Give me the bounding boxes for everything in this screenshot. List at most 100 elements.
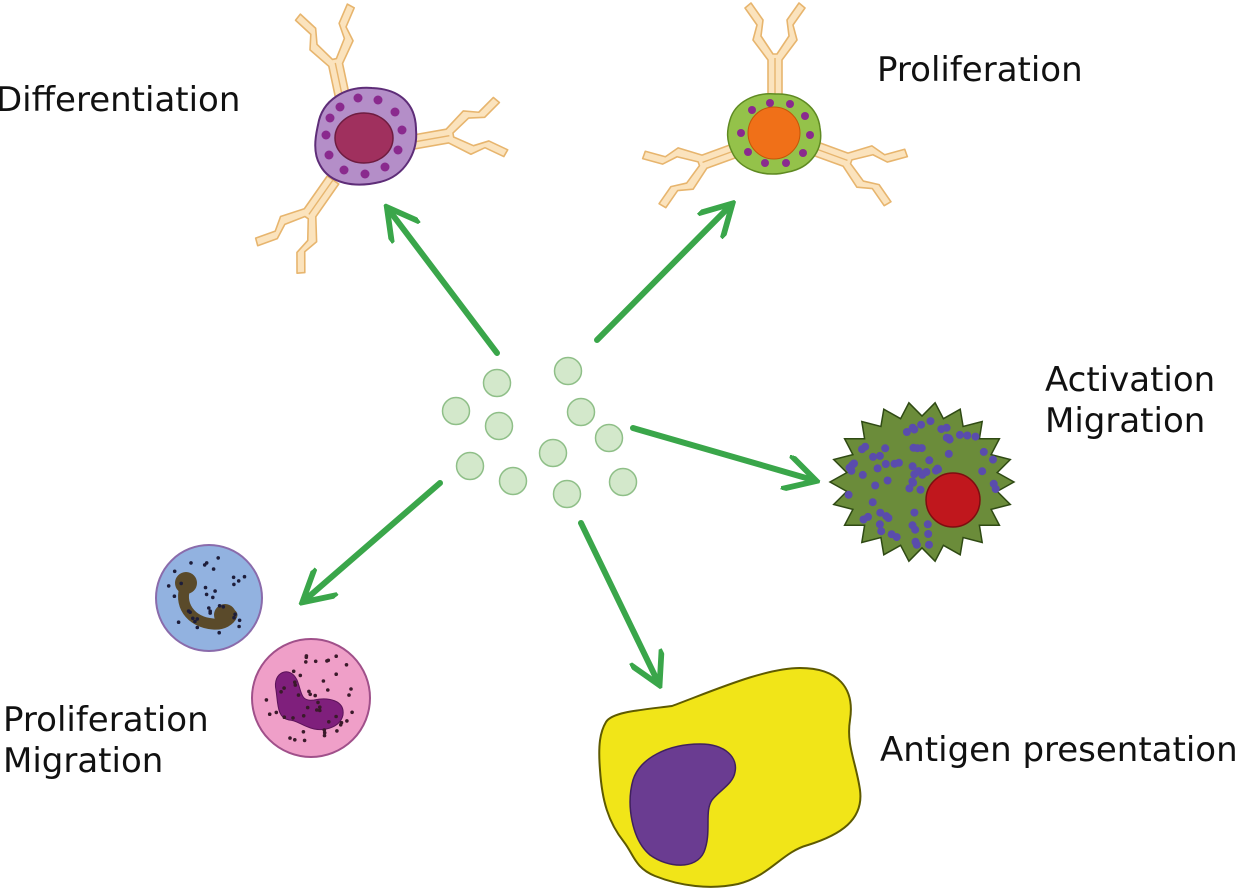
granule xyxy=(876,508,885,517)
granule xyxy=(902,428,911,436)
speckle xyxy=(231,575,236,580)
label-proliferation-top: Proliferation xyxy=(877,50,1083,90)
speckle xyxy=(318,705,322,709)
speckle xyxy=(288,736,292,740)
granule xyxy=(926,417,935,426)
particle xyxy=(484,411,514,441)
granule xyxy=(845,463,854,472)
speckle xyxy=(189,561,193,565)
speckle xyxy=(307,689,311,694)
arrow-to-granulocytes xyxy=(305,480,443,600)
granule xyxy=(925,456,934,465)
basophil-icon xyxy=(639,2,911,211)
granule xyxy=(881,444,890,453)
granule xyxy=(971,432,980,441)
granule xyxy=(844,490,853,499)
granule xyxy=(955,430,964,439)
speckle xyxy=(291,716,295,720)
granule xyxy=(945,435,954,444)
speckle xyxy=(313,659,318,664)
speckle xyxy=(313,693,318,698)
label-migration-bottom: Migration xyxy=(3,741,164,782)
speckle xyxy=(233,612,237,617)
speckle xyxy=(195,625,200,630)
speckle xyxy=(308,692,313,697)
granule xyxy=(858,470,867,479)
speckle xyxy=(274,710,279,715)
particle xyxy=(455,451,485,481)
granule xyxy=(890,459,899,468)
particle xyxy=(498,466,528,496)
granule xyxy=(979,447,988,456)
speckle xyxy=(335,729,339,733)
eosinophil-icon xyxy=(828,401,1016,563)
dendritic-cell-icon xyxy=(598,666,862,888)
speckle xyxy=(315,708,319,712)
particle xyxy=(608,467,638,497)
speckle xyxy=(195,617,200,621)
granule xyxy=(978,467,987,476)
granule xyxy=(933,464,942,473)
granule xyxy=(887,530,896,539)
granule xyxy=(989,455,997,464)
granule xyxy=(937,425,946,434)
speckle xyxy=(298,673,303,678)
speckle xyxy=(211,595,215,600)
label-proliferation-bottom: Proliferation xyxy=(3,700,209,740)
granule xyxy=(910,508,919,517)
particle xyxy=(553,356,583,386)
speckle xyxy=(237,618,242,623)
granule xyxy=(908,477,917,486)
arrow-to-mast-cell xyxy=(389,210,500,356)
granule xyxy=(877,527,886,536)
arrows xyxy=(305,206,813,682)
speckle xyxy=(267,712,272,716)
speckle xyxy=(236,579,241,583)
speckle xyxy=(322,730,327,735)
mast-cell-icon xyxy=(251,2,510,278)
particle xyxy=(538,438,568,468)
speckle xyxy=(350,710,354,715)
granule xyxy=(913,444,922,453)
speckle xyxy=(293,683,298,687)
speckle xyxy=(217,604,222,608)
speckle xyxy=(172,594,177,598)
label-migration-right: Migration xyxy=(1045,401,1206,442)
speckle xyxy=(166,584,171,588)
granule xyxy=(861,442,870,451)
cytokine-particles-icon xyxy=(441,356,638,509)
granule xyxy=(868,498,877,507)
speckle xyxy=(188,610,192,614)
speckle xyxy=(301,730,306,734)
speckle xyxy=(318,708,322,713)
label-differentiation: Differentiation xyxy=(0,80,241,120)
arrow-to-eosinophil xyxy=(630,425,813,480)
granule xyxy=(944,449,953,458)
speckle xyxy=(282,715,287,719)
speckle xyxy=(301,714,306,718)
granule xyxy=(963,431,972,440)
particle xyxy=(552,479,582,509)
speckle xyxy=(345,719,349,723)
speckle xyxy=(282,686,286,690)
granule xyxy=(908,423,917,432)
speckle xyxy=(296,693,301,697)
speckle xyxy=(326,688,330,692)
speckle xyxy=(179,581,183,586)
particle xyxy=(482,368,512,398)
speckle xyxy=(327,720,331,724)
granule xyxy=(881,460,890,468)
speckle xyxy=(293,680,297,684)
speckle xyxy=(316,700,320,705)
label-antigen-presentation: Antigen presentation xyxy=(880,730,1238,770)
speckle xyxy=(322,733,327,738)
particle xyxy=(441,396,471,426)
speckle xyxy=(203,585,208,590)
arrow-to-basophil xyxy=(594,206,730,343)
label-proliferation-migration: Proliferation Migration xyxy=(3,700,209,783)
speckle xyxy=(208,611,212,615)
label-activation-migration: Activation Migration xyxy=(1045,360,1215,443)
granule xyxy=(916,485,925,494)
